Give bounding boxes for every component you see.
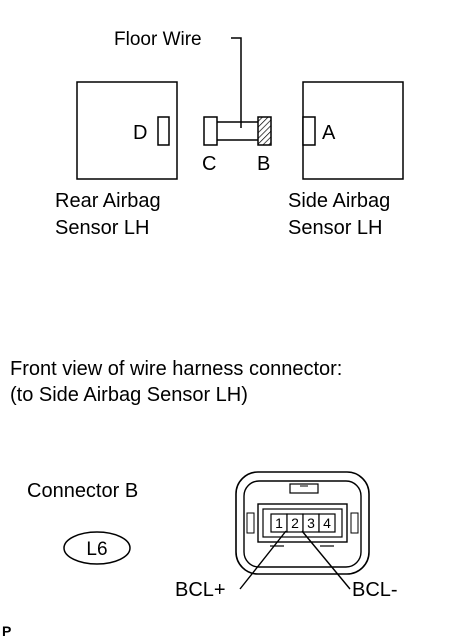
pin-number-4: 4 — [323, 515, 331, 531]
connector-code-badge — [63, 531, 131, 565]
connector-d-letter: D — [133, 122, 147, 144]
pin-cell-4 — [318, 513, 336, 533]
bcl-minus-label: BCL- — [352, 579, 398, 601]
floor-wire-label: Floor Wire — [114, 29, 202, 50]
connector-b-letter: B — [257, 153, 270, 175]
rear-sensor-label-line2: Sensor LH — [55, 217, 150, 239]
pin-number-3: 3 — [307, 515, 315, 531]
pin-number-2: 2 — [291, 515, 299, 531]
connector-c-letter: C — [202, 153, 216, 175]
connector-name: Connector B — [27, 480, 138, 502]
connector-code: L6 — [86, 539, 107, 560]
rear-sensor-label-line1: Rear Airbag — [55, 190, 161, 212]
bcl-plus-leader — [239, 530, 287, 590]
front-view-caption-line1: Front view of wire harness connector: — [10, 358, 342, 380]
floor-wire-leader — [231, 37, 242, 128]
side-sensor-label-line1: Side Airbag — [288, 190, 390, 212]
bcl-minus-leader — [301, 530, 351, 590]
wire-connector-b — [257, 116, 272, 146]
bcl-plus-label: BCL+ — [175, 579, 226, 601]
side-sensor-connector-a — [302, 116, 316, 146]
pin-number-1: 1 — [275, 515, 283, 531]
side-sensor-label-line2: Sensor LH — [288, 217, 383, 239]
side-airbag-sensor-box — [302, 81, 404, 180]
corner-mark: P — [2, 623, 11, 639]
rear-sensor-connector-d — [157, 116, 170, 146]
front-view-caption-line2: (to Side Airbag Sensor LH) — [10, 384, 248, 406]
wire-connector-c — [203, 116, 218, 146]
connector-a-letter: A — [322, 122, 336, 144]
